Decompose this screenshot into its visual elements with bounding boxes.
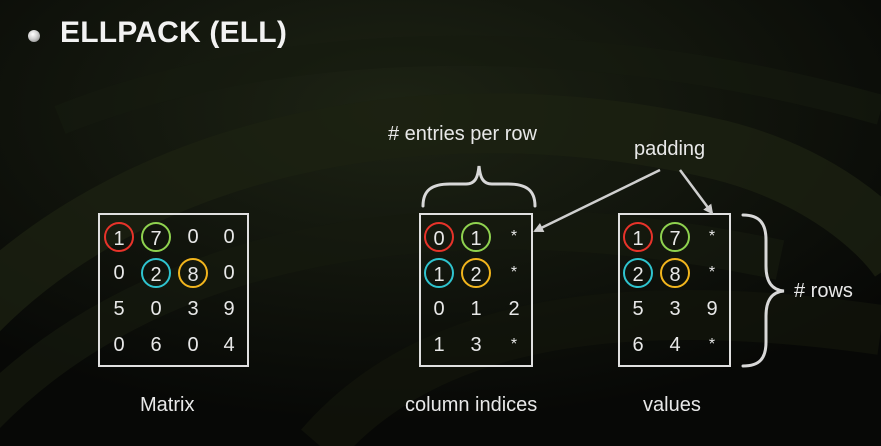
matrix-cell: 8 xyxy=(178,258,208,288)
matrix-cell: 1 xyxy=(104,222,134,252)
matrix-cell: 7 xyxy=(141,222,171,252)
matrix-cell: 0 xyxy=(223,226,235,248)
values-cell: 2 xyxy=(623,258,653,288)
matrix-cell: 6 xyxy=(150,334,162,356)
values-cell: 6 xyxy=(632,334,644,356)
column-indices-cell: 1 xyxy=(424,258,454,288)
matrix-cell: 3 xyxy=(187,298,199,320)
column-indices-cell: 2 xyxy=(461,258,491,288)
matrix-cell: 0 xyxy=(187,334,199,356)
column-indices-cell: 1 xyxy=(461,222,491,252)
matrix-cell: 4 xyxy=(223,334,235,356)
values-cell: 5 xyxy=(632,298,644,320)
column-indices-cell: 0 xyxy=(433,298,445,320)
values-cell: 8 xyxy=(660,258,690,288)
values-cell: 1 xyxy=(623,222,653,252)
matrix-cell: 5 xyxy=(113,298,125,320)
values-label: values xyxy=(643,394,701,416)
matrix-cell: 2 xyxy=(141,258,171,288)
matrix-cell: 0 xyxy=(187,226,199,248)
rows-label: # rows xyxy=(794,280,853,302)
values-cell: 7 xyxy=(660,222,690,252)
matrix-cell: 0 xyxy=(113,262,125,284)
column-indices-cell: * xyxy=(510,228,518,245)
column-indices-cell: * xyxy=(510,264,518,281)
values-cell: 4 xyxy=(669,334,681,356)
values-cell: 3 xyxy=(669,298,681,320)
entries-per-row-label: # entries per row xyxy=(388,123,537,145)
column-indices-label: column indices xyxy=(405,394,538,416)
bullet-icon xyxy=(28,30,40,42)
values-cell: * xyxy=(708,336,716,353)
slide-title: ELLPACK (ELL) xyxy=(60,16,288,49)
column-indices-cell: 3 xyxy=(470,334,482,356)
values-cell: * xyxy=(708,264,716,281)
column-indices-cell: 1 xyxy=(470,298,482,320)
column-indices-cell: * xyxy=(510,336,518,353)
matrix-cell: 0 xyxy=(113,334,125,356)
column-indices-cell: 0 xyxy=(424,222,454,252)
values-cell: * xyxy=(708,228,716,245)
padding-label: padding xyxy=(634,138,706,160)
column-indices-cell: 1 xyxy=(433,334,445,356)
column-indices-cell: 2 xyxy=(508,298,520,320)
matrix-cell: 0 xyxy=(150,298,162,320)
values-cell: 9 xyxy=(706,298,718,320)
matrix-cell: 9 xyxy=(223,298,235,320)
matrix-label: Matrix xyxy=(140,394,195,416)
matrix-cell: 0 xyxy=(223,262,235,284)
